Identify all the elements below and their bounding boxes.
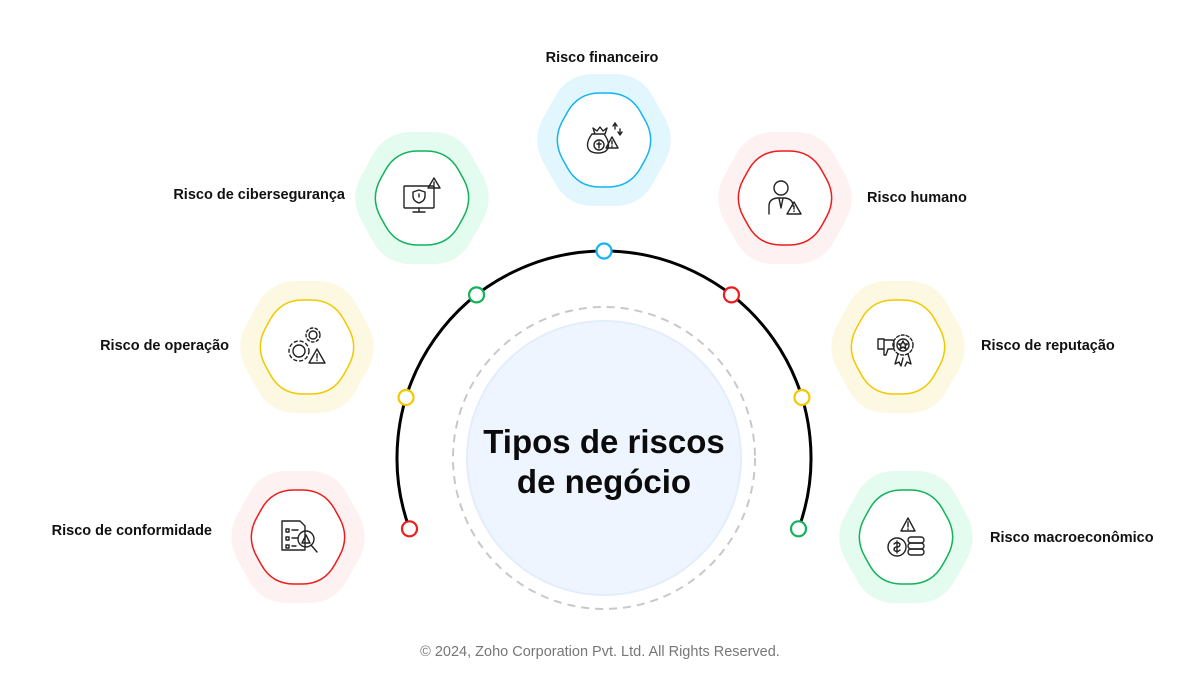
title-line-1: Tipos de riscos xyxy=(483,423,725,460)
risk-node-5 xyxy=(231,471,365,603)
checklist-search-warning-icon xyxy=(281,520,318,553)
money-bag-warning-icon xyxy=(586,122,623,154)
diagram-title: Tipos de riscos de negócio xyxy=(454,422,754,502)
label-risco-humano: Risco humano xyxy=(867,190,967,206)
thumbs-down-badge-icon xyxy=(877,334,914,367)
risk-node-2 xyxy=(718,132,852,264)
arc-dot xyxy=(595,242,613,260)
person-warning-icon xyxy=(768,180,802,215)
hex-frame xyxy=(259,299,355,395)
label-risco-ciberseguranca: Risco de cibersegurança xyxy=(173,187,345,203)
arc-dot xyxy=(467,286,486,304)
label-risco-reputacao: Risco de reputação xyxy=(981,338,1115,354)
risk-node-6 xyxy=(839,471,973,603)
monitor-shield-warning-icon xyxy=(403,177,441,213)
hex-frame xyxy=(858,489,954,585)
hex-frame xyxy=(556,92,652,188)
label-risco-financeiro: Risco financeiro xyxy=(545,50,659,66)
center-circle xyxy=(466,320,742,596)
label-risco-macroeconomico: Risco macroeconômico xyxy=(990,530,1154,546)
risk-node-4 xyxy=(831,281,965,413)
arc-dot xyxy=(793,388,811,407)
arc-dot xyxy=(397,388,415,407)
arc-dot xyxy=(400,520,419,538)
risk-node-3 xyxy=(240,281,374,413)
label-risco-conformidade: Risco de conformidade xyxy=(51,523,212,539)
copyright-footer: © 2024, Zoho Corporation Pvt. Ltd. All R… xyxy=(420,644,780,660)
arc-dot xyxy=(789,520,808,538)
coins-warning-icon xyxy=(887,517,925,557)
gears-warning-icon xyxy=(288,327,326,364)
risk-node-1 xyxy=(355,132,489,264)
title-line-2: de negócio xyxy=(516,463,692,500)
risk-node-0 xyxy=(537,74,671,206)
arc-dot xyxy=(722,286,741,304)
center-dashed-ring xyxy=(452,306,756,610)
label-risco-operacao: Risco de operação xyxy=(100,338,229,354)
hex-frame xyxy=(374,150,470,246)
